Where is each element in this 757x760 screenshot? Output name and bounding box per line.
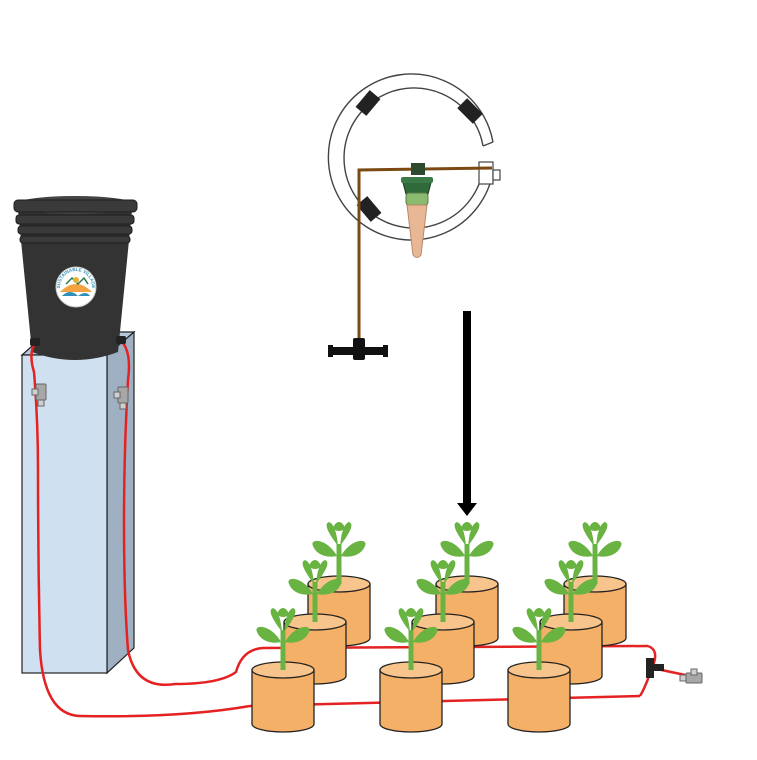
pot-grid: [251, 521, 627, 733]
water-bucket: SUSTAINABLE VILLAGE: [13, 196, 138, 360]
tube-connector-right: [116, 336, 126, 344]
tube-connector-left: [30, 338, 40, 346]
drip-spike-detail: [327, 73, 501, 360]
sustainable-village-logo: SUSTAINABLE VILLAGE: [55, 266, 97, 308]
tee-connector: [646, 658, 664, 678]
end-valve: [679, 668, 703, 684]
detail-arrow: [457, 311, 477, 516]
